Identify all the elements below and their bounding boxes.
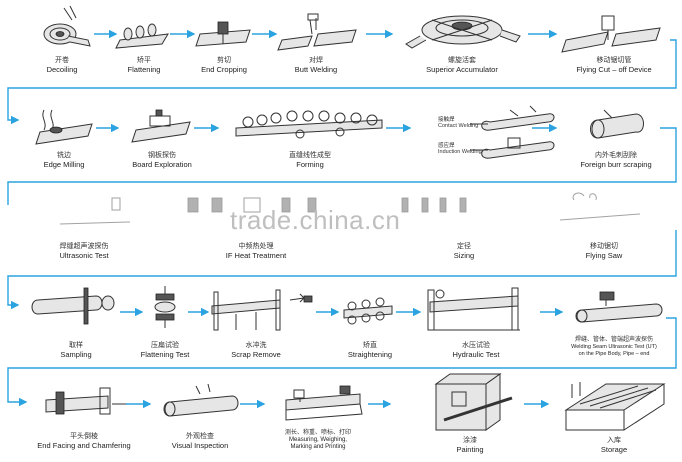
- measuring-icon: [285, 385, 363, 421]
- straightening-icon: [343, 297, 393, 325]
- step-label-foreign-burr-scraping: 内外毛刺刮除 Foreign burr scraping: [580, 152, 652, 169]
- step-label-storage: 入库 Storage: [600, 437, 628, 454]
- visual-inspection-icon: [163, 383, 239, 417]
- step-label-flattening: 矫平 Flattening: [127, 57, 161, 74]
- if-heat-treatment-icon: [187, 197, 317, 213]
- ultrasonic-test-icon: [59, 197, 131, 225]
- step-label-painting: 涂漆 Painting: [456, 437, 484, 454]
- burr-scraping-icon: [590, 109, 644, 139]
- step-label-sampling: 取样 Sampling: [60, 342, 92, 359]
- flow-arrows: [7, 29, 677, 409]
- contact-welding-label: 接触焊 Contact Welding: [438, 117, 479, 129]
- step-label-butt-welding: 对焊 Butt Welding: [294, 57, 338, 74]
- painting-icon: [434, 373, 513, 431]
- step-label-forming: 直缝线性成型 Forming: [289, 152, 331, 169]
- hydraulic-test-icon: [427, 287, 520, 331]
- step-label-visual-inspection: 外观检查 Visual Inspection: [171, 433, 229, 450]
- end-cropping-icon: [195, 21, 251, 47]
- flying-cut-icon: [561, 15, 661, 53]
- decoiling-icon: [43, 5, 91, 47]
- flattening-test-icon: [154, 286, 176, 328]
- accumulator-icon: [405, 15, 521, 49]
- step-label-measuring: 测长、称重、喷标、打印 Measuring, Weighing, Marking…: [284, 430, 352, 450]
- edge-milling-icon: [35, 109, 93, 145]
- induction-welding-label: 感应焊 Induction Welding: [438, 143, 482, 155]
- step-label-board-exploration: 钢板探伤 Board Exploration: [132, 152, 192, 169]
- weld-ut-icon: [575, 291, 663, 323]
- step-label-superior-accumulator: 螺旋活套 Superior Accumulator: [426, 57, 498, 74]
- sampling-icon: [31, 287, 115, 325]
- end-facing-icon: [45, 387, 126, 415]
- flattening-icon: [115, 23, 169, 49]
- storage-icon: [564, 382, 666, 431]
- butt-welding-icon: [277, 13, 357, 51]
- step-label-sizing: 定径 Sizing: [453, 243, 475, 260]
- step-label-flying-saw: 移动锯切 Flying Saw: [585, 243, 623, 260]
- step-label-end-cropping: 剪切 End Cropping: [201, 57, 247, 74]
- step-label-straightening: 矫直 Straightening: [347, 342, 393, 359]
- step-label-end-facing: 平头倒棱 End Facing and Chamfering: [37, 433, 131, 450]
- step-label-ultrasonic-test: 焊缝超声波探伤 Ultrasonic Test: [59, 243, 109, 260]
- step-label-flattening-test: 压扁试验 Flattening Test: [140, 342, 190, 359]
- row3-faded-icons: [59, 192, 641, 225]
- step-label-decoiling: 开卷 Decoiling: [46, 57, 78, 74]
- step-label-hydraulic-test: 水压试验 Hydraulic Test: [452, 342, 500, 359]
- step-label-edge-milling: 铣边 Edge Milling: [43, 152, 85, 169]
- step-label-scrap-remove: 水冲洗 Scrap Remove: [231, 342, 281, 359]
- forming-icon: [235, 110, 383, 139]
- flying-saw-icon: [559, 192, 641, 221]
- sizing-icon: [401, 197, 467, 213]
- step-label-weld-ut: 焊缝、管体、管端超声波探伤 Welding Seam Ultrasonic Te…: [571, 337, 657, 357]
- board-exploration-icon: [131, 109, 191, 143]
- watermark-text: trade.china.cn: [230, 205, 401, 235]
- welding-options-icon: [470, 105, 555, 159]
- step-label-if-heat-treatment: 中频热处理 IF Heat Treatment: [225, 243, 287, 260]
- scrap-remove-icon: [211, 289, 313, 331]
- step-label-flying-cut-off: 移动锯切管 Flying Cut – off Device: [576, 57, 652, 74]
